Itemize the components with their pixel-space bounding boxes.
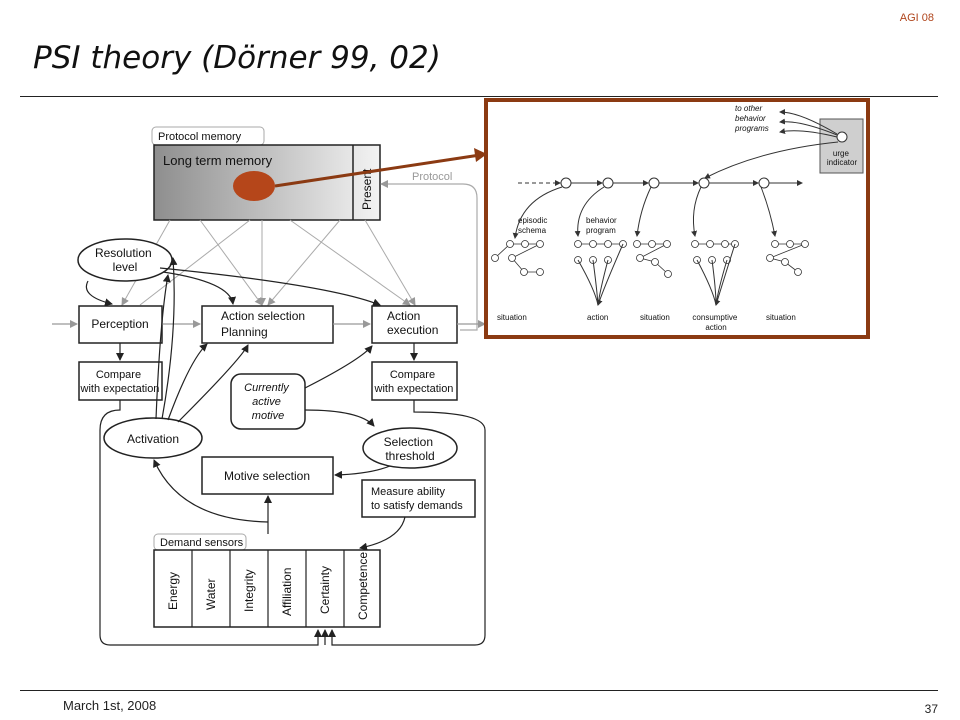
selection-threshold-label: Selection threshold bbox=[384, 435, 437, 463]
inset-consumptive-action: consumptive action bbox=[692, 313, 739, 332]
perception-label: Perception bbox=[91, 317, 148, 331]
currently-active-motive-label: Currently active motive bbox=[244, 382, 292, 422]
inset-frame bbox=[484, 98, 870, 339]
top-divider bbox=[20, 96, 938, 97]
footer-date: March 1st, 2008 bbox=[63, 698, 157, 713]
measure-ability-box bbox=[361, 479, 476, 518]
control-arrows bbox=[85, 257, 486, 646]
sensor-competence: Competence bbox=[356, 552, 370, 620]
highlight-dot bbox=[233, 171, 275, 201]
inset-situation-2: situation bbox=[640, 313, 670, 322]
sensor-integrity: Integrity bbox=[242, 569, 256, 612]
bottom-divider bbox=[20, 690, 938, 691]
action-execution-label: Action execution bbox=[387, 309, 438, 337]
protocol-label: Protocol bbox=[412, 171, 452, 183]
page-number: 37 bbox=[924, 702, 938, 716]
protocol-loop bbox=[380, 180, 478, 331]
motive-selection-label: Motive selection bbox=[224, 469, 310, 483]
episodic-schema-label: episodic schema bbox=[518, 216, 550, 235]
to-other-programs-label: to other behavior programs bbox=[734, 104, 769, 133]
sensor-certainty: Certainty bbox=[318, 566, 332, 614]
present-label: Present bbox=[360, 168, 374, 210]
compare-right-label: Compare with expectation bbox=[374, 369, 454, 395]
action-execution-box bbox=[371, 305, 458, 344]
behavior-program-label: behavior program bbox=[586, 216, 619, 235]
action-selection-box bbox=[201, 305, 334, 344]
sensor-energy: Energy bbox=[166, 572, 180, 610]
inset-situation-3: situation bbox=[766, 313, 796, 322]
activation-label: Activation bbox=[127, 432, 179, 446]
inset-action: action bbox=[587, 313, 608, 322]
urge-indicator-label: urge indicator bbox=[827, 149, 858, 167]
activation-node bbox=[103, 417, 203, 459]
memory-links bbox=[121, 219, 416, 306]
motive-selection-box bbox=[201, 456, 334, 495]
demand-sensors-label: Demand sensors bbox=[160, 537, 244, 549]
selection-threshold-node bbox=[362, 427, 458, 469]
long-term-memory-label: Long term memory bbox=[163, 153, 273, 168]
measure-ability-label: Measure ability to satisfy demands bbox=[371, 486, 463, 512]
inset-situation-1: situation bbox=[497, 313, 527, 322]
behavior-program-inset: urge indicator to other behavior program… bbox=[484, 98, 870, 339]
slide-title: PSI theory (Dörner 99, 02) bbox=[33, 40, 441, 76]
demand-sensors-group bbox=[153, 549, 381, 628]
action-selection-label: Action selection Planning bbox=[221, 309, 308, 339]
resolution-level-label: Resolution level bbox=[95, 246, 155, 274]
compare-left-label: Compare with expectation bbox=[80, 369, 160, 395]
sensor-water: Water bbox=[204, 578, 218, 610]
protocol-memory-group: Protocol memory Long term memory Present bbox=[151, 126, 381, 221]
protocol-memory-label: Protocol memory bbox=[158, 131, 242, 143]
sensor-affiliation: Affiliation bbox=[280, 568, 294, 616]
conference-tag: AGI 08 bbox=[899, 12, 934, 24]
currently-active-motive-box bbox=[230, 373, 306, 430]
zoom-connector bbox=[274, 153, 481, 188]
compare-right-box bbox=[371, 361, 458, 401]
